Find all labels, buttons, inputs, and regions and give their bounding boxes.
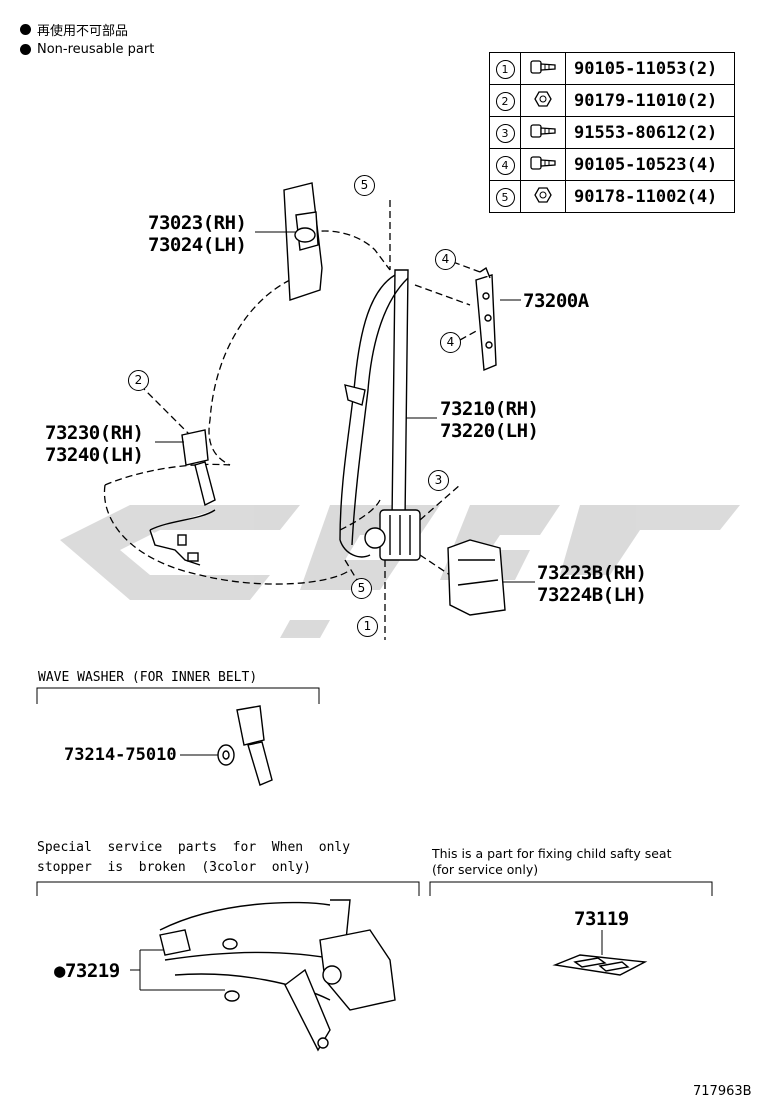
fastener-index-circle: 4: [495, 156, 515, 175]
fastener-part-number: 91553-80612(2): [565, 116, 735, 149]
special-service-line1: Special service parts for When only: [37, 840, 351, 855]
legend-non-reusable-jp: 再使用不可部品: [20, 20, 128, 39]
wave-washer-title: WAVE WASHER (FOR INNER BELT): [38, 670, 258, 685]
callout-cover-lh: 73224B(LH): [537, 584, 647, 606]
legend-non-reusable-en: Non-reusable part: [20, 42, 154, 57]
callout-belt-rh: 73210(RH): [440, 398, 539, 420]
seat-belt-webbing: [339, 269, 409, 558]
child-seat-anchor-detail: [552, 954, 648, 976]
bolt-icon: [520, 52, 566, 85]
fastener-index-circle: 1: [495, 60, 515, 79]
fastener-row: 3 91553-80612(2): [489, 116, 735, 149]
callout-pillar-cover-rh: 73023(RH): [148, 212, 247, 234]
fastener-index-circle: 5: [495, 188, 515, 207]
fastener-index: 5: [489, 180, 521, 213]
fastener-part-number: 90105-10523(4): [565, 148, 735, 181]
child-seat-line1: This is a part for fixing child safty se…: [432, 846, 672, 861]
retractor-part: [364, 509, 421, 561]
child-seat-part-number: 73119: [574, 908, 629, 930]
section-brackets: [36, 687, 713, 896]
buckle-part: [149, 429, 216, 566]
ref-circle-1: 1: [357, 616, 378, 637]
callout-pillar-cover-lh: 73024(LH): [148, 234, 247, 256]
ref-circle-4-top: 4: [435, 249, 456, 270]
callout-adjuster: 73200A: [523, 290, 589, 312]
nut-icon: [520, 84, 566, 117]
fastener-part-number: 90179-11010(2): [565, 84, 735, 117]
ref-circle-4-bottom: 4: [440, 332, 461, 353]
callout-cover-rh: 73223B(RH): [537, 562, 647, 584]
fastener-row: 4 90105-10523(4): [489, 148, 735, 181]
fastener-index: 3: [489, 116, 521, 149]
callout-buckle-lh: 73240(LH): [45, 444, 144, 466]
height-adjuster-part: [475, 266, 497, 372]
fastener-row: 2 90179-11010(2): [489, 84, 735, 117]
ref-circle-5-bottom: 5: [351, 578, 372, 599]
diagram-id: 717963B: [693, 1084, 752, 1099]
fastener-row: 5 90178-11002(4): [489, 180, 735, 213]
wave-washer-part-number: 73214-75010: [64, 745, 177, 765]
bolt-icon: [520, 148, 566, 181]
child-seat-line2: (for service only): [432, 862, 539, 877]
stopper-part-number: ●73219: [54, 960, 120, 982]
callout-buckle-rh: 73230(RH): [45, 422, 144, 444]
stopper-detail: [159, 899, 396, 1052]
seat-outline: [103, 200, 481, 640]
ref-circle-5-top: 5: [354, 175, 375, 196]
fastener-index: 4: [489, 148, 521, 181]
retractor-cover-part: [447, 539, 506, 616]
filled-dot-icon: [20, 44, 31, 55]
ref-circle-3: 3: [428, 470, 449, 491]
pillar-cover-part: [283, 182, 323, 301]
callout-belt-lh: 73220(LH): [440, 420, 539, 442]
fastener-part-number: 90178-11002(4): [565, 180, 735, 213]
special-service-line2: stopper is broken (3color only): [37, 860, 311, 875]
ref-circle-2: 2: [128, 370, 149, 391]
wave-washer-detail: [217, 705, 273, 786]
fastener-index-circle: 3: [495, 124, 515, 143]
filled-dot-icon: [20, 24, 31, 35]
bolt-icon: [520, 116, 566, 149]
fastener-index-circle: 2: [495, 92, 515, 111]
